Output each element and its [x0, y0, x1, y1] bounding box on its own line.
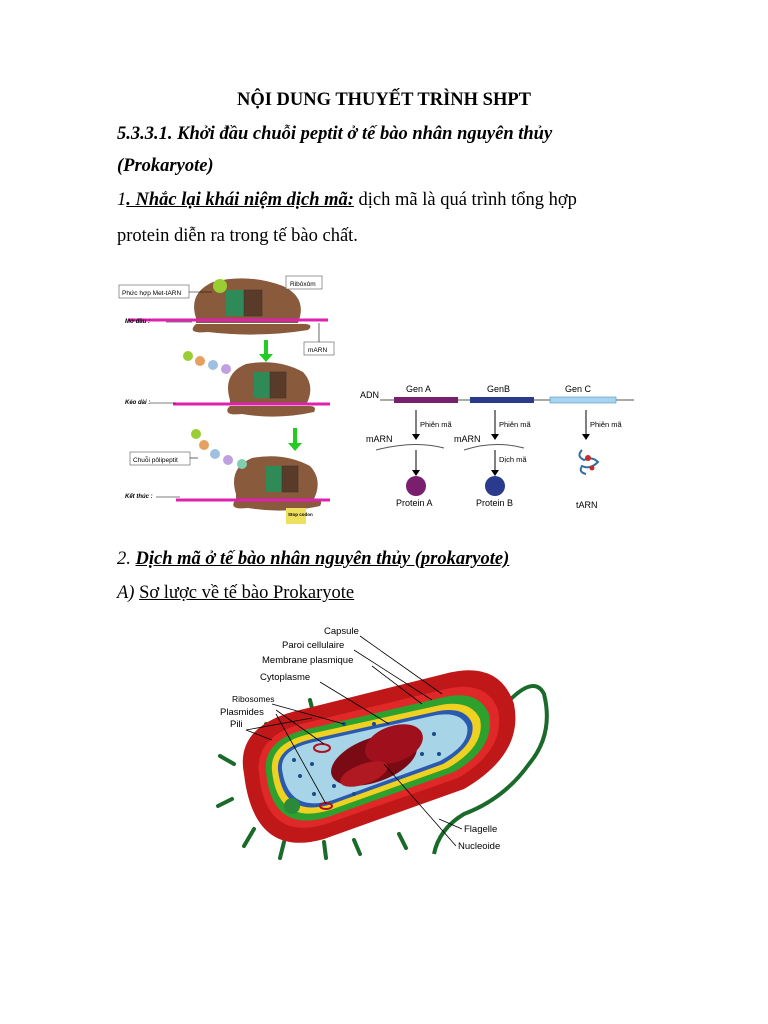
gene-expression-figure: ADN Gen A GenB Gen C Phiên mã Phiên mã P… [354, 378, 650, 528]
item2-paragraph: 2. Dịch mã ở tế bào nhân nguyên thủy (pr… [117, 547, 509, 571]
label-ribosome: Ribôxôm [290, 281, 316, 288]
label-flagelle: Flagelle [464, 824, 497, 835]
prokaryote-cell-figure: Capsule Paroi cellulaire Membrane plasmi… [214, 614, 554, 880]
label-stop: Stop codon [288, 512, 313, 517]
label-chain: Chuỗi pôlipeptit [133, 455, 178, 464]
label-adn: ADN [360, 390, 379, 400]
item1-paragraph: 1. Nhắc lại khái niệm dịch mã: dịch mã l… [117, 188, 577, 212]
label-ribosomes: Ribosomes [232, 694, 275, 704]
item1-title: . Nhắc lại khái niệm dịch mã: [126, 190, 354, 210]
ribosome-termination [176, 429, 330, 524]
protein-b-dot [485, 476, 505, 496]
mrna-label-b: mARN [454, 434, 481, 444]
label-cytoplasme: Cytoplasme [260, 672, 310, 683]
itemA-paragraph: A) Sơ lược về tế bào Prokaryote [117, 581, 354, 605]
ribosome-start [128, 278, 328, 335]
transcription-label-a: Phiên mã [420, 420, 453, 429]
itemA-letter: A) [117, 583, 135, 603]
protein-b-label: Protein B [476, 498, 513, 508]
label-mrna: mARN [308, 347, 327, 354]
page-title: NỘI DUNG THUYẾT TRÌNH SHPT [236, 90, 531, 110]
label-complex: Phức hợp Met-tARN [122, 290, 181, 297]
trna-label: tARN [576, 500, 598, 510]
label-start: Mở đầu : [125, 319, 150, 325]
transcription-label-b: Phiên mã [499, 420, 532, 429]
item1-text-a: dịch mã là quá trình tổng hợp [353, 190, 577, 210]
translation-figure: Phức hợp Met-tARN Ribôxôm Mở đầu : mARN … [118, 268, 340, 528]
trna-shape [578, 449, 600, 475]
gene-b-bar [470, 397, 534, 403]
gene-c-label: Gen C [565, 384, 592, 394]
gene-c-bar [549, 396, 617, 404]
label-end: Kết thúc : [125, 493, 153, 500]
section-heading-line1: 5.3.3.1. Khởi đầu chuỗi peptit ở tế bào … [117, 124, 553, 144]
itemA-title: Sơ lược về tế bào Prokaryote [139, 583, 355, 603]
label-pili: Pili [230, 719, 243, 730]
label-plasmides: Plasmides [220, 707, 264, 718]
ribosome-elongation [173, 351, 330, 417]
gene-a-bar [394, 397, 458, 403]
section-heading-line2: (Prokaryote) [117, 156, 214, 176]
label-elong: Kéo dài : [125, 400, 150, 406]
translation-label: Dịch mã [499, 455, 527, 464]
protein-a-label: Protein A [396, 498, 433, 508]
label-nucleoide: Nucleoide [458, 841, 500, 852]
gene-a-label: Gen A [406, 384, 431, 394]
label-paroi: Paroi cellulaire [282, 640, 344, 651]
label-membrane: Membrane plasmique [262, 655, 353, 666]
label-capsule: Capsule [324, 626, 359, 637]
item2-number: 2. [117, 549, 131, 569]
item2-title: Dịch mã ở tế bào nhân nguyên thủy (proka… [135, 549, 510, 569]
protein-a-dot [406, 476, 426, 496]
gene-b-label: GenB [487, 384, 510, 394]
item1-text-b: protein diễn ra trong tế bào chất. [117, 226, 358, 246]
mrna-label-a: mARN [366, 434, 393, 444]
item1-number: 1 [117, 190, 127, 210]
transcription-label-c: Phiên mã [590, 420, 623, 429]
